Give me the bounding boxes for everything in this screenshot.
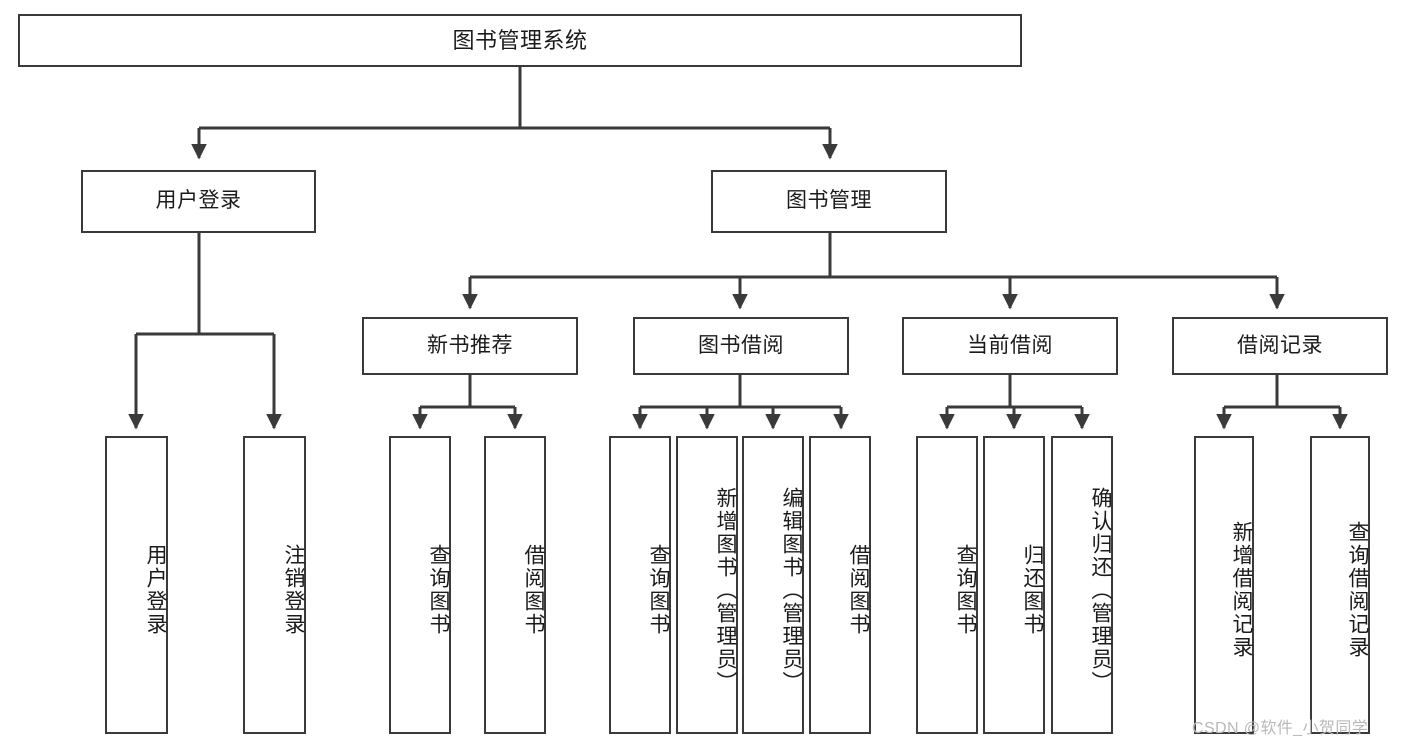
node-label: 用户登录 <box>144 544 167 636</box>
leaf-add-borrow-record[interactable]: 新增借阅记录 <box>1194 436 1254 734</box>
node-label: 新增借阅记录 <box>1230 521 1253 659</box>
leaf-user-login[interactable]: 用户登录 <box>105 436 168 734</box>
node-label: 新书推荐 <box>427 333 513 357</box>
leaf-query-book-recommend[interactable]: 查询图书 <box>389 436 451 734</box>
leaf-borrow-book[interactable]: 借阅图书 <box>809 436 871 734</box>
leaf-query-book-current[interactable]: 查询图书 <box>916 436 978 734</box>
leaf-query-borrow-record[interactable]: 查询借阅记录 <box>1310 436 1370 734</box>
node-current-borrow[interactable]: 当前借阅 <box>902 317 1118 375</box>
node-label: 归还图书 <box>1021 544 1044 636</box>
node-new-book-recommend[interactable]: 新书推荐 <box>362 317 578 375</box>
node-label: 查询借阅记录 <box>1346 521 1369 659</box>
node-user-login[interactable]: 用户登录 <box>81 170 316 233</box>
leaf-add-book-admin[interactable]: 新增图书（管理员） <box>676 436 738 734</box>
leaf-logout[interactable]: 注销登录 <box>243 436 306 734</box>
node-label: 确认归还（管理员） <box>1089 486 1112 694</box>
node-borrow-record[interactable]: 借阅记录 <box>1172 317 1388 375</box>
node-book-management[interactable]: 图书管理 <box>711 170 947 233</box>
node-label: 图书借阅 <box>698 333 784 357</box>
node-book-borrow[interactable]: 图书借阅 <box>633 317 849 375</box>
leaf-return-book[interactable]: 归还图书 <box>983 436 1045 734</box>
watermark: CSDN @软件_小贺同学 <box>1192 720 1369 737</box>
node-label: 借阅记录 <box>1237 333 1323 357</box>
leaf-confirm-return-admin[interactable]: 确认归还（管理员） <box>1051 436 1113 734</box>
node-label: 查询图书 <box>954 544 977 636</box>
node-label: 查询图书 <box>427 544 450 636</box>
node-label: 图书管理系统 <box>452 27 588 53</box>
leaf-borrow-book-recommend[interactable]: 借阅图书 <box>484 436 546 734</box>
leaf-edit-book-admin[interactable]: 编辑图书（管理员） <box>742 436 804 734</box>
node-label: 编辑图书（管理员） <box>780 486 803 694</box>
node-label: 图书管理 <box>786 189 872 213</box>
leaf-query-book-borrow[interactable]: 查询图书 <box>609 436 671 734</box>
node-label: 当前借阅 <box>967 333 1053 357</box>
node-label: 借阅图书 <box>522 544 545 636</box>
node-label: 借阅图书 <box>847 544 870 636</box>
node-root-system[interactable]: 图书管理系统 <box>18 14 1022 67</box>
node-label: 注销登录 <box>282 544 305 636</box>
node-label: 用户登录 <box>155 189 242 213</box>
node-label: 查询图书 <box>647 544 670 636</box>
node-label: 新增图书（管理员） <box>714 486 737 694</box>
